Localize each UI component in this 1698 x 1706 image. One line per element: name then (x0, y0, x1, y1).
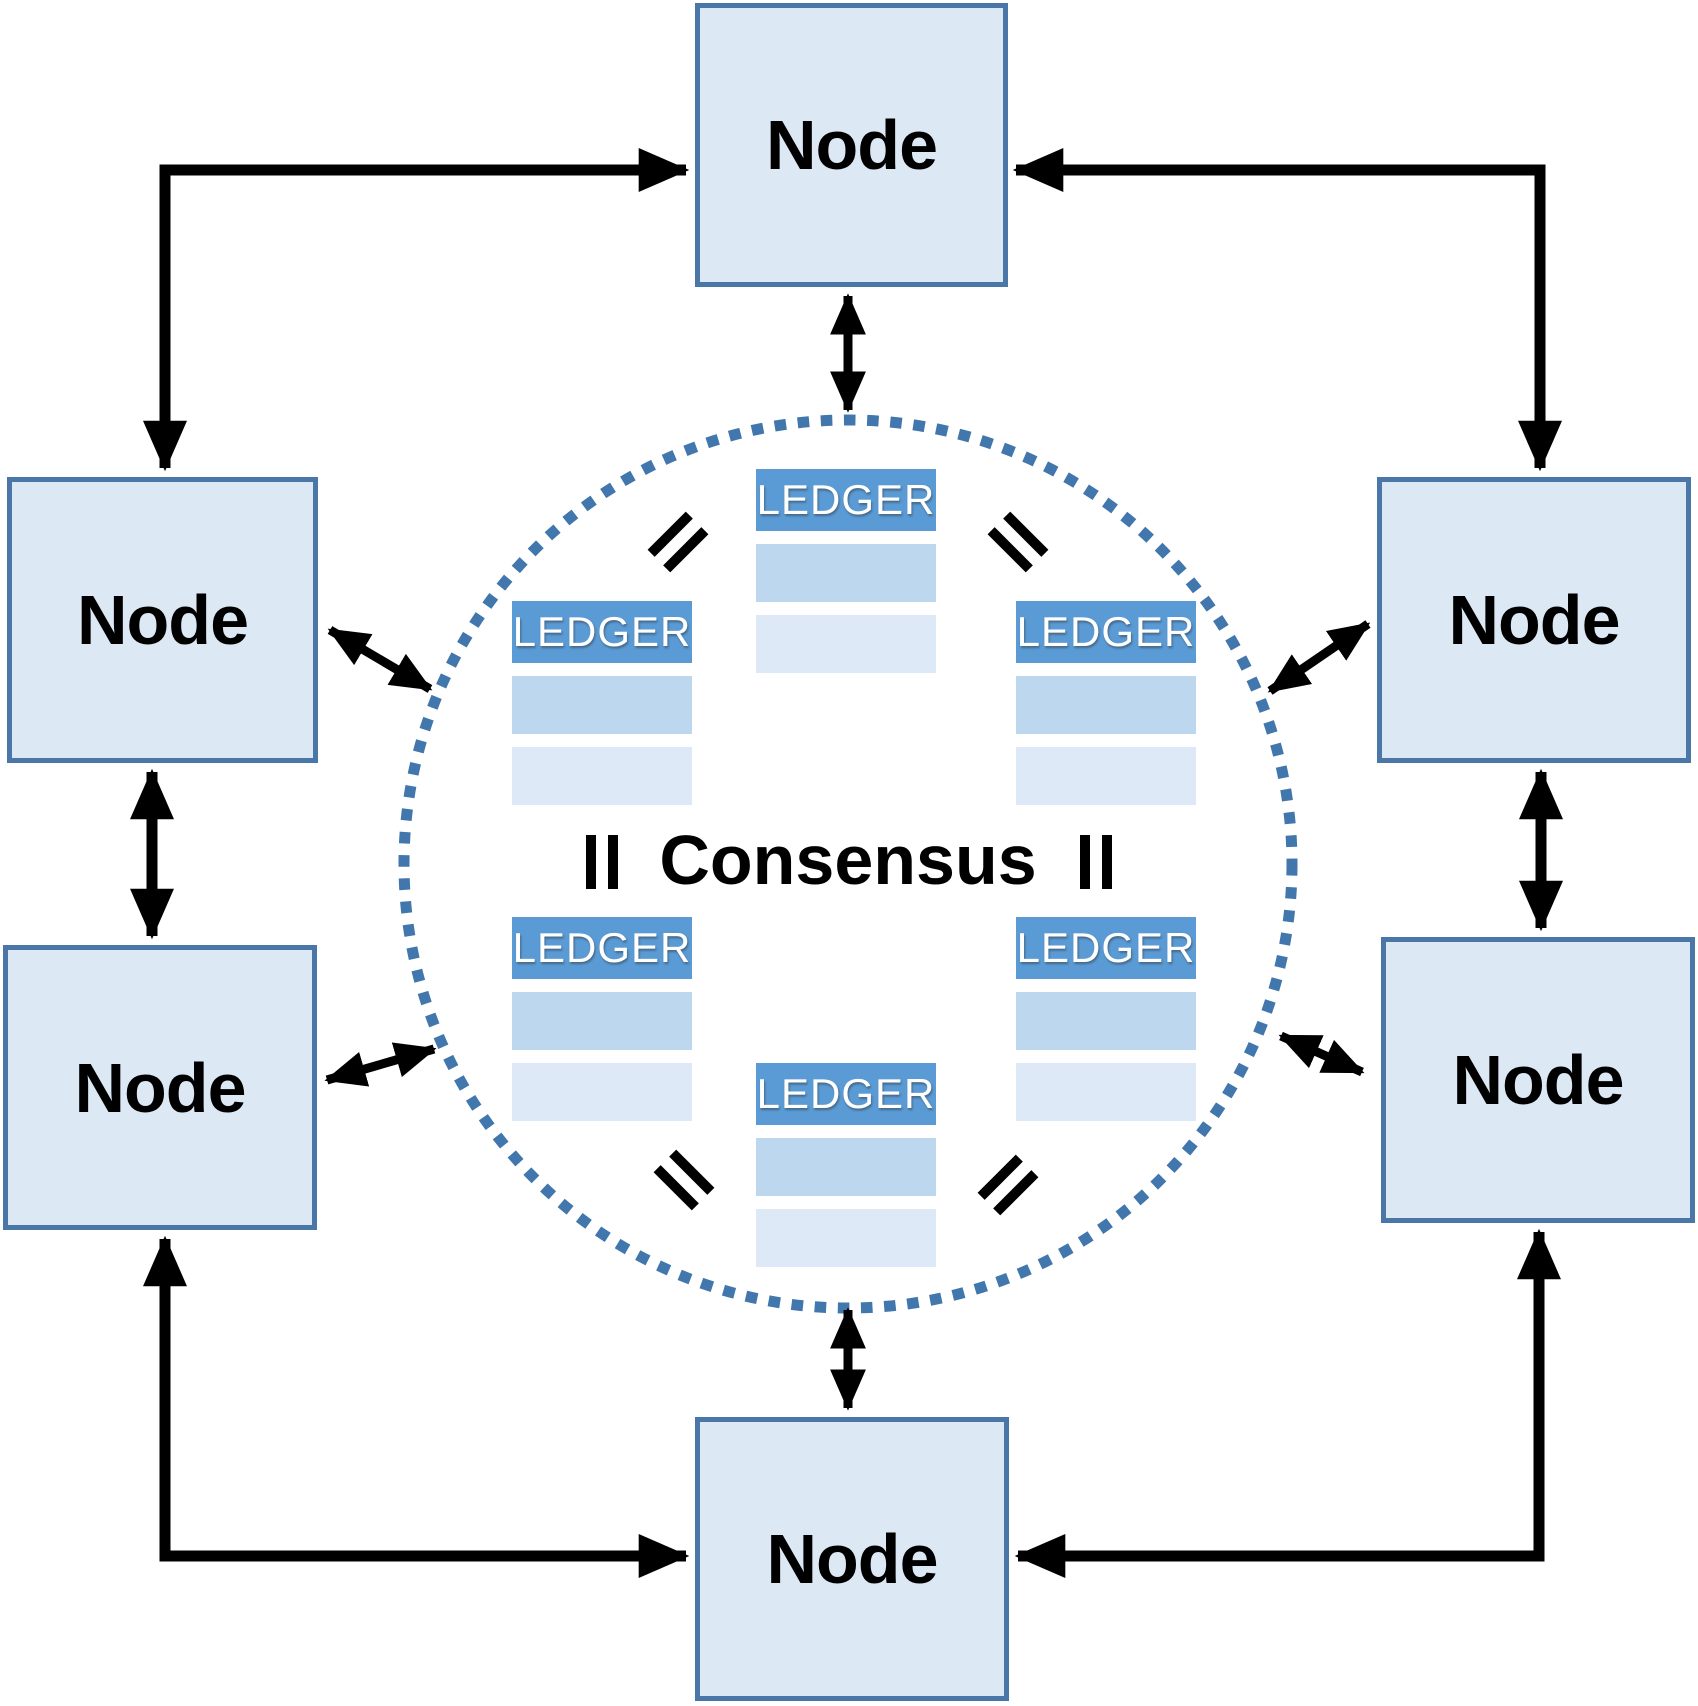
node-upper-right: Node (1377, 477, 1691, 763)
node-label: Node (1448, 581, 1621, 659)
equals-icon (1080, 835, 1112, 889)
ledger-top-center: LEDGER (756, 469, 936, 673)
ledger-row (756, 1209, 936, 1267)
arrow-lower-left-node-circle (324, 1042, 437, 1087)
ledger-row (1016, 1063, 1196, 1121)
ledger-row (512, 992, 692, 1050)
ledger-upper-left: LEDGER (512, 601, 692, 805)
ledger-row (756, 615, 936, 673)
ledger-bottom-center: LEDGER (756, 1063, 936, 1267)
node-top: Node (695, 3, 1008, 287)
ledger-row (512, 1063, 692, 1121)
arrow-upper-left-node-circle (327, 626, 433, 693)
ledger-row (512, 747, 692, 805)
ledger-lower-right: LEDGER (1016, 917, 1196, 1121)
equals-bar (586, 835, 596, 889)
node-label: Node (74, 1048, 247, 1127)
node-label: Node (766, 1520, 939, 1598)
ledger-row (1016, 992, 1196, 1050)
connector-top-left-elbow (143, 148, 690, 472)
connector-bottom-right-elbow (1014, 1228, 1561, 1578)
arrow-lower-right-node-circle (1278, 1031, 1365, 1077)
node-label: Node (1452, 1041, 1625, 1119)
ledger-row (1016, 676, 1196, 734)
equals-bar (1080, 835, 1090, 889)
ledger-title: LEDGER (1016, 917, 1196, 979)
node-label: Node (766, 106, 938, 184)
ledger-title: LEDGER (756, 1063, 936, 1125)
ledger-upper-right: LEDGER (1016, 601, 1196, 805)
ledger-row (1016, 747, 1196, 805)
ledger-title: LEDGER (756, 469, 936, 531)
connector-top-right-elbow (1012, 148, 1562, 472)
connector-bottom-left-elbow (143, 1235, 690, 1578)
ledger-row (756, 1138, 936, 1196)
ledger-title: LEDGER (512, 917, 692, 979)
node-bottom: Node (695, 1417, 1009, 1701)
ledger-row (512, 676, 692, 734)
node-lower-left: Node (3, 945, 317, 1230)
equals-bar (608, 835, 618, 889)
ledger-title: LEDGER (1016, 601, 1196, 663)
ledger-title: LEDGER (512, 601, 692, 663)
ledger-lower-left: LEDGER (512, 917, 692, 1121)
node-upper-left: Node (7, 477, 318, 763)
node-lower-right: Node (1381, 937, 1695, 1223)
node-label: Node (77, 581, 249, 659)
consensus-label: Consensus (659, 821, 1037, 899)
arrow-upper-right-node-circle (1267, 620, 1371, 695)
equals-icon (586, 835, 618, 889)
equals-bar (1102, 835, 1112, 889)
ledger-row (756, 544, 936, 602)
